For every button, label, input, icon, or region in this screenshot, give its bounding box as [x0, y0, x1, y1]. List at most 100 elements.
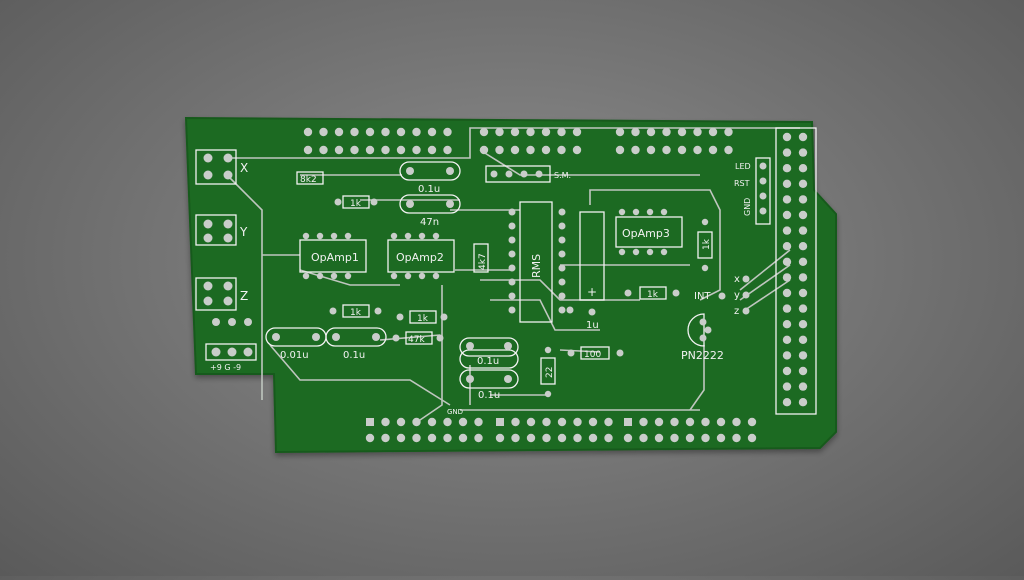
resistor-1k-mid1-label: 1k	[350, 308, 362, 318]
ic-opamp1: OpAmp1	[299, 232, 367, 280]
resistor-100: 100	[567, 346, 624, 360]
pin-pad	[558, 292, 566, 300]
ic-opamp2: OpAmp2	[387, 232, 455, 280]
pin-pad	[623, 433, 633, 443]
resistor-47k: 47k	[392, 331, 444, 345]
pin-pad	[381, 417, 390, 427]
resistor-4k7: 4k7	[473, 243, 489, 273]
capacitor-0.01u-label: 0.01u	[280, 350, 309, 361]
pin-pad	[365, 127, 375, 137]
pin-pad	[747, 417, 757, 427]
header-bottom-mid	[495, 417, 613, 443]
pin-pad	[508, 250, 516, 258]
pin-pad	[412, 127, 421, 137]
pin-pad	[782, 320, 792, 329]
pin-pad	[798, 382, 808, 391]
pin-pad	[365, 433, 375, 443]
capacitor-47n-label: 47n	[420, 217, 439, 228]
capacitor-0.1u-top-label: 0.1u	[418, 184, 440, 195]
sm-label: S.M.	[554, 171, 571, 180]
resistor-22-label: 22	[545, 367, 555, 378]
pin-pad	[508, 208, 516, 216]
pin-pad	[526, 417, 536, 427]
pin-pad	[588, 417, 598, 427]
pin-pad	[798, 148, 808, 157]
connector-x: X	[195, 149, 248, 185]
pin-pad	[427, 145, 437, 155]
rst-label: RST	[734, 179, 750, 188]
pin-pad	[541, 127, 551, 137]
pin-pad	[624, 418, 632, 426]
pin-pad	[303, 127, 313, 137]
resistor-1k-vertical-label: 1k	[702, 238, 712, 250]
pin-pad	[604, 433, 613, 443]
pin-pad	[526, 127, 535, 137]
pin-pad	[458, 417, 468, 427]
pin-pad	[396, 417, 406, 427]
ic-opamp3: OpAmp3	[615, 208, 683, 256]
pin-pad	[604, 417, 613, 427]
pin-pad	[701, 417, 710, 427]
pin-pad	[303, 145, 313, 155]
axis-label-x: X	[240, 161, 248, 175]
pin-pad	[798, 304, 808, 313]
pin-pad	[396, 127, 406, 137]
ic-rms: RMS	[508, 201, 566, 323]
pin-pad	[654, 433, 664, 443]
pin-pad	[557, 433, 567, 443]
pin-pad	[798, 398, 808, 407]
pin-pad	[558, 222, 566, 230]
pin-pad	[573, 433, 582, 443]
pin-pad	[572, 127, 582, 137]
pin-pad	[662, 145, 671, 155]
pin-pad	[558, 236, 566, 244]
pin-pad	[572, 145, 582, 155]
pin-pad	[474, 433, 483, 443]
pin-pad	[558, 208, 566, 216]
pin-pad	[557, 145, 566, 155]
pin-pad	[685, 433, 695, 443]
gnd-bottom-label: GND	[447, 408, 463, 416]
pin-pad	[526, 433, 536, 443]
resistor-100-label: 100	[584, 350, 601, 360]
pin-pad	[396, 433, 406, 443]
pin-pad	[677, 127, 687, 137]
pin-pad	[615, 145, 625, 155]
pin-pad	[558, 264, 566, 272]
pin-pad	[782, 164, 792, 173]
pin-pad	[798, 164, 808, 173]
pin-pad	[798, 132, 808, 142]
pin-pad	[646, 127, 656, 137]
pin-pad	[732, 433, 741, 443]
pin-pad	[782, 148, 792, 157]
pin-pad	[747, 433, 757, 443]
pin-pad	[782, 382, 792, 391]
pin-pad	[495, 145, 504, 155]
pin-pad	[508, 306, 516, 314]
pin-pad	[716, 417, 726, 427]
resistor-1k-top-label: 1k	[350, 199, 362, 209]
opamp3-label: OpAmp3	[622, 227, 670, 240]
pin-pad	[412, 417, 421, 427]
pin-pad	[782, 257, 792, 266]
pin-pad	[508, 292, 516, 300]
pin-pad	[798, 257, 808, 266]
pin-pad	[615, 127, 625, 137]
transistor-pn2222: PN2222	[681, 313, 724, 362]
connector-z: Z	[195, 277, 248, 311]
pin-pad	[381, 127, 390, 137]
pin-pad	[366, 418, 374, 426]
pin-pad	[716, 433, 726, 443]
header-right-outline	[775, 127, 817, 415]
pin-pad	[798, 273, 808, 282]
x-output-label: x	[734, 274, 740, 285]
capacitor-0.1u-top: 0.1u	[399, 161, 461, 195]
pin-pad	[693, 127, 702, 137]
capacitor-0.1u-bottom: 0.1u	[459, 369, 519, 401]
header-right-double	[782, 132, 808, 407]
capacitor-0.1u-left: 0.1u	[325, 327, 387, 361]
pin-pad	[646, 145, 656, 155]
pin-pad	[798, 366, 808, 376]
pin-pad	[782, 335, 792, 344]
